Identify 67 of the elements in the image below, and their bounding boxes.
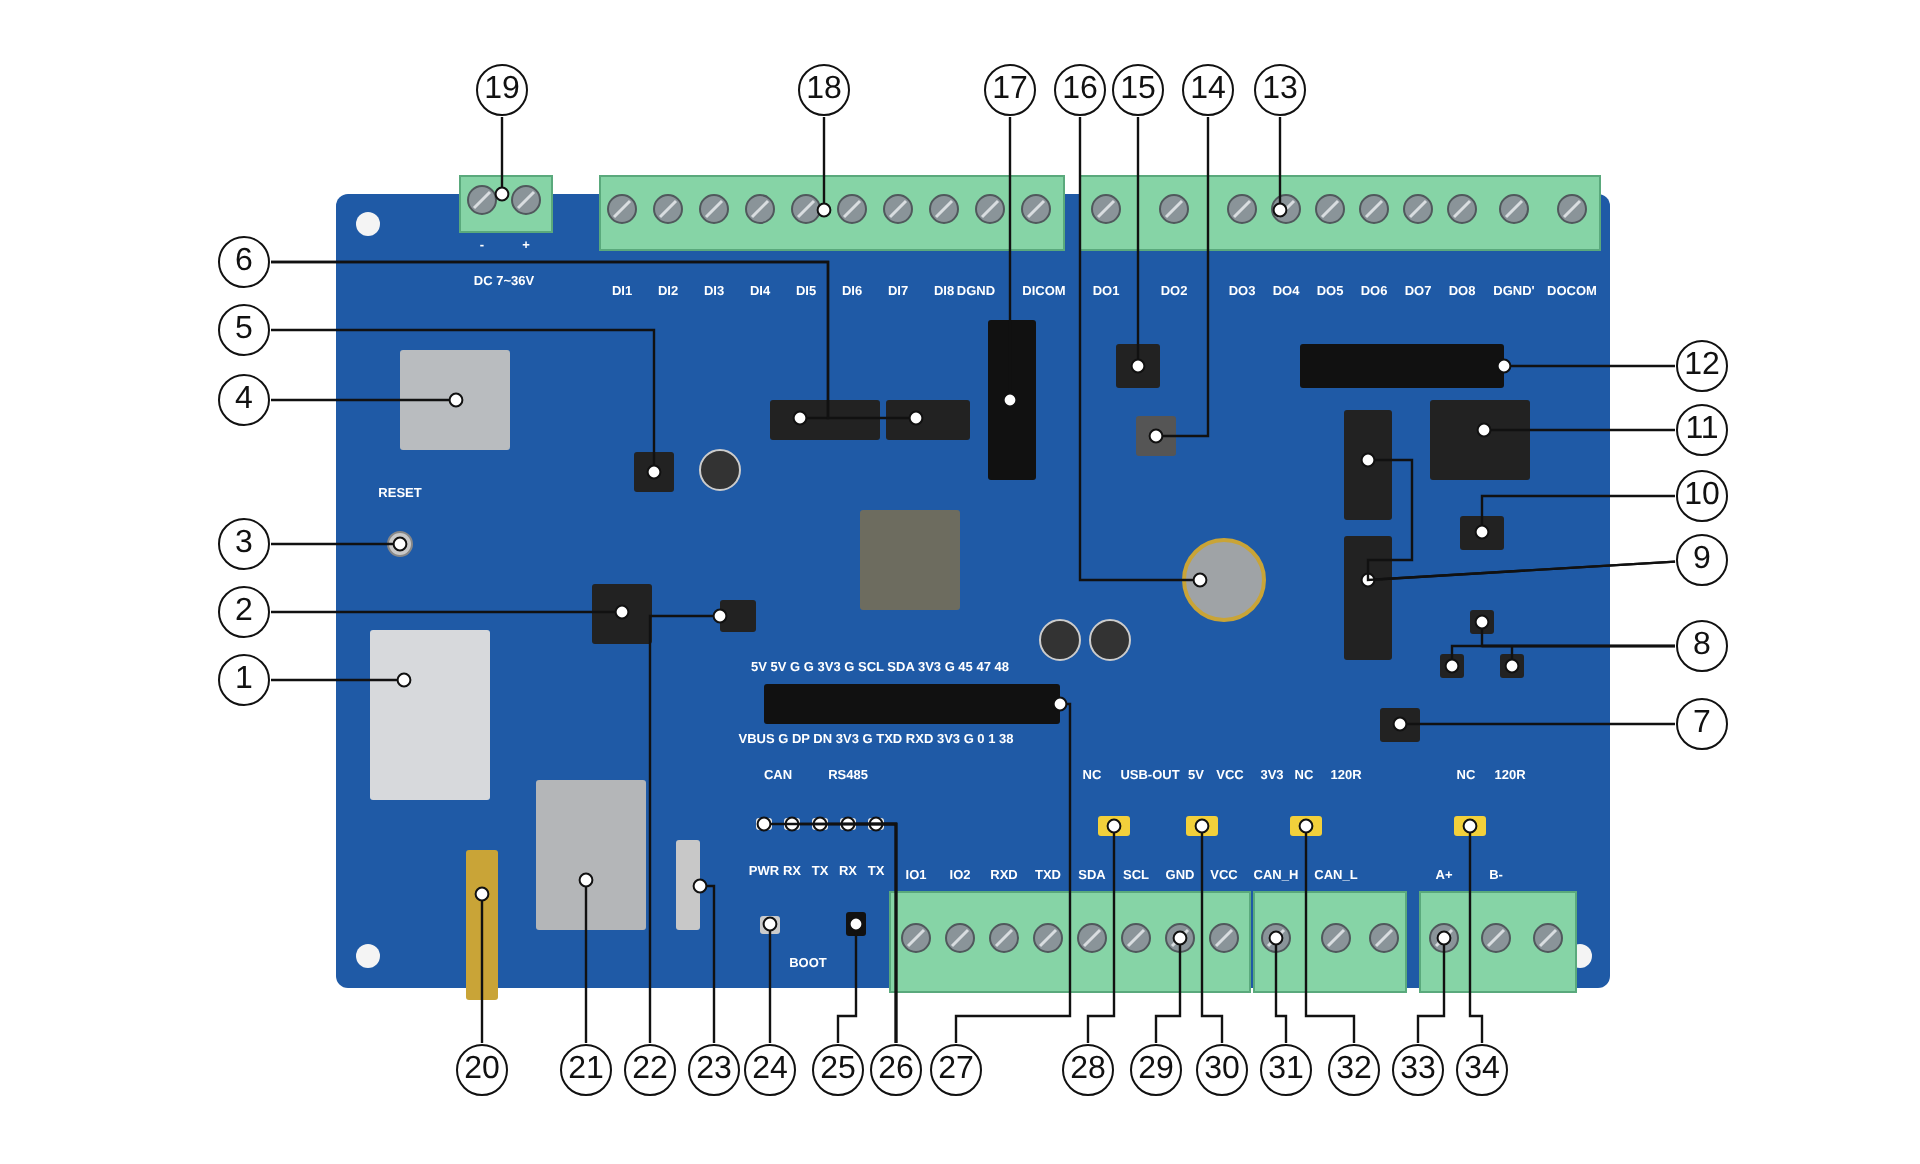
leader-line xyxy=(271,536,408,552)
leader-line xyxy=(1462,818,1484,1043)
callout-number: 6 xyxy=(218,236,270,288)
callout-number: 13 xyxy=(1254,64,1306,116)
leader-line xyxy=(271,328,662,480)
callout-number: 27 xyxy=(930,1044,982,1096)
callout-number: 23 xyxy=(688,1044,740,1096)
callout-number: 25 xyxy=(812,1044,864,1096)
callout-number: 33 xyxy=(1392,1044,1444,1096)
leader-line xyxy=(954,696,1072,1043)
leader-line xyxy=(648,608,728,1043)
callout-number: 15 xyxy=(1112,64,1164,116)
callout-number: 1 xyxy=(218,654,270,706)
leader-line xyxy=(474,886,490,1043)
callout-number: 30 xyxy=(1196,1044,1248,1096)
callout-number: 22 xyxy=(624,1044,676,1096)
callout-number: 12 xyxy=(1676,340,1728,392)
leader-line xyxy=(1476,422,1675,438)
leader-line xyxy=(271,604,630,620)
leader-line xyxy=(1086,818,1122,1043)
callout-number: 20 xyxy=(456,1044,508,1096)
callout-number: 28 xyxy=(1062,1044,1114,1096)
callout-number: 9 xyxy=(1676,534,1728,586)
callout-number: 19 xyxy=(476,64,528,116)
callout-number: 14 xyxy=(1182,64,1234,116)
leader-line xyxy=(1392,716,1675,732)
leader-line xyxy=(1496,358,1675,374)
leader-line xyxy=(1360,452,1676,582)
leader-line xyxy=(578,872,594,1043)
callout-number: 16 xyxy=(1054,64,1106,116)
leader-line xyxy=(836,916,864,1043)
leader-line xyxy=(762,916,778,1043)
callout-number: 29 xyxy=(1130,1044,1182,1096)
leader-line xyxy=(1272,117,1288,218)
leader-line xyxy=(756,816,898,1043)
leader-line xyxy=(1148,117,1210,444)
callout-number: 8 xyxy=(1676,620,1728,672)
callout-number: 31 xyxy=(1260,1044,1312,1096)
callout-number: 7 xyxy=(1676,698,1728,750)
leader-line xyxy=(1154,930,1188,1043)
callout-number: 2 xyxy=(218,586,270,638)
callout-number: 34 xyxy=(1456,1044,1508,1096)
leader-line xyxy=(271,672,412,688)
callout-number: 5 xyxy=(218,304,270,356)
leader-line xyxy=(1194,818,1224,1043)
callout-number: 11 xyxy=(1676,404,1728,456)
leader-line xyxy=(1268,930,1288,1043)
callout-number: 26 xyxy=(870,1044,922,1096)
callout-number: 24 xyxy=(744,1044,796,1096)
leader-line xyxy=(1002,117,1018,408)
callout-number: 10 xyxy=(1676,470,1728,522)
leader-line xyxy=(1480,644,1675,674)
callout-number: 17 xyxy=(984,64,1036,116)
callout-number: 18 xyxy=(798,64,850,116)
leader-line xyxy=(816,117,832,218)
leader-line xyxy=(494,117,510,202)
leader-line xyxy=(1078,117,1208,588)
leader-line xyxy=(1298,818,1356,1043)
leader-line xyxy=(271,392,464,408)
leader-line xyxy=(1474,494,1675,540)
callout-number: 3 xyxy=(218,518,270,570)
callout-number: 21 xyxy=(560,1044,612,1096)
callout-number: 4 xyxy=(218,374,270,426)
callout-number: 32 xyxy=(1328,1044,1380,1096)
leader-line xyxy=(1416,930,1452,1043)
leader-line xyxy=(1130,117,1146,374)
leader-line xyxy=(692,878,716,1043)
